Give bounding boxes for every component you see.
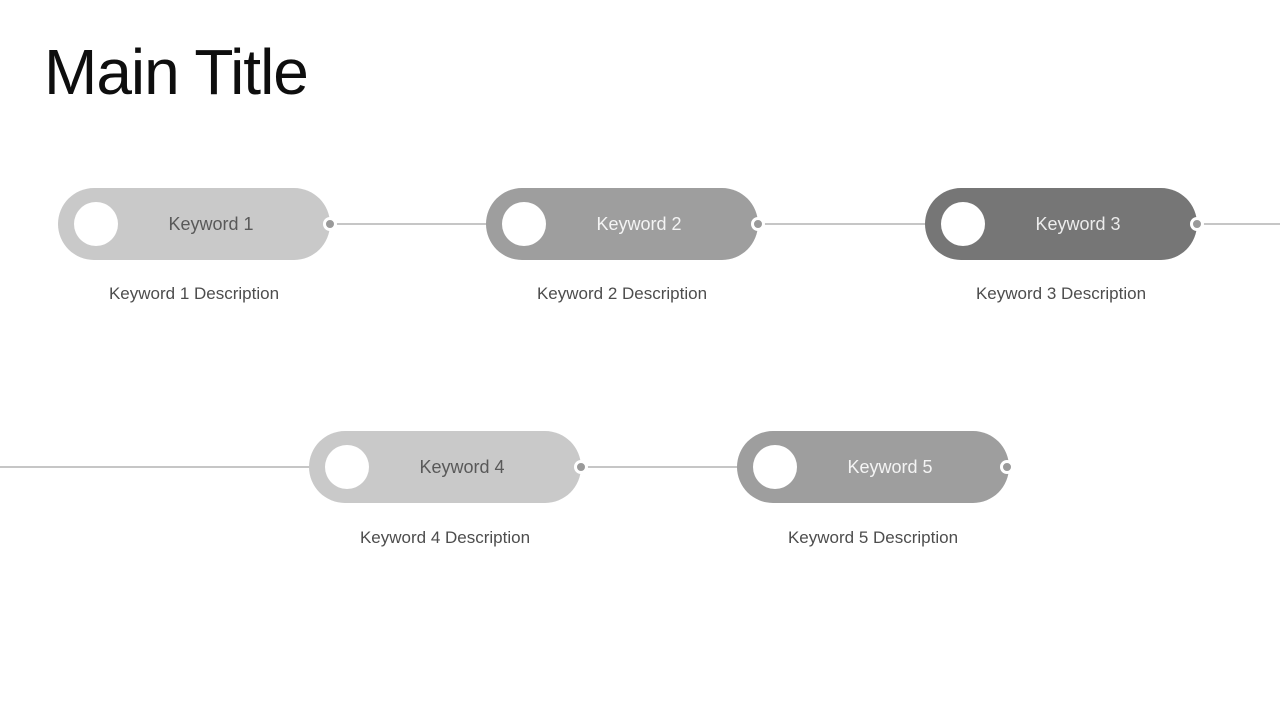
keyword-5-description: Keyword 5 Description [787, 528, 959, 547]
connector-dot-1 [323, 217, 337, 231]
keyword-1-description: Keyword 1 Description [108, 284, 280, 303]
keyword-node-5: Keyword 5 [737, 431, 1009, 503]
keyword-5-label: Keyword 5 [847, 456, 933, 477]
keyword-node-1: Keyword 1 [58, 188, 330, 260]
keyword-3-description: Keyword 3 Description [975, 284, 1147, 303]
page-title: Main Title [44, 36, 309, 108]
keyword-node-2: Keyword 2 [486, 188, 758, 260]
connector-line-row1 [330, 223, 1280, 225]
connector-dot-5 [1000, 460, 1014, 474]
node-circle-icon [74, 202, 118, 246]
keyword-4-description: Keyword 4 Description [359, 528, 531, 547]
node-circle-icon [502, 202, 546, 246]
keyword-2-label: Keyword 2 [596, 213, 682, 234]
connector-dot-3 [1190, 217, 1204, 231]
connector-dot-4 [574, 460, 588, 474]
node-circle-icon [941, 202, 985, 246]
keyword-node-4: Keyword 4 [309, 431, 581, 503]
keyword-2-description: Keyword 2 Description [536, 284, 708, 303]
keyword-node-3: Keyword 3 [925, 188, 1197, 260]
node-circle-icon [753, 445, 797, 489]
keyword-1-label: Keyword 1 [168, 213, 254, 234]
keyword-4-label: Keyword 4 [419, 456, 505, 477]
keyword-3-label: Keyword 3 [1035, 213, 1121, 234]
node-circle-icon [325, 445, 369, 489]
connector-dot-2 [751, 217, 765, 231]
